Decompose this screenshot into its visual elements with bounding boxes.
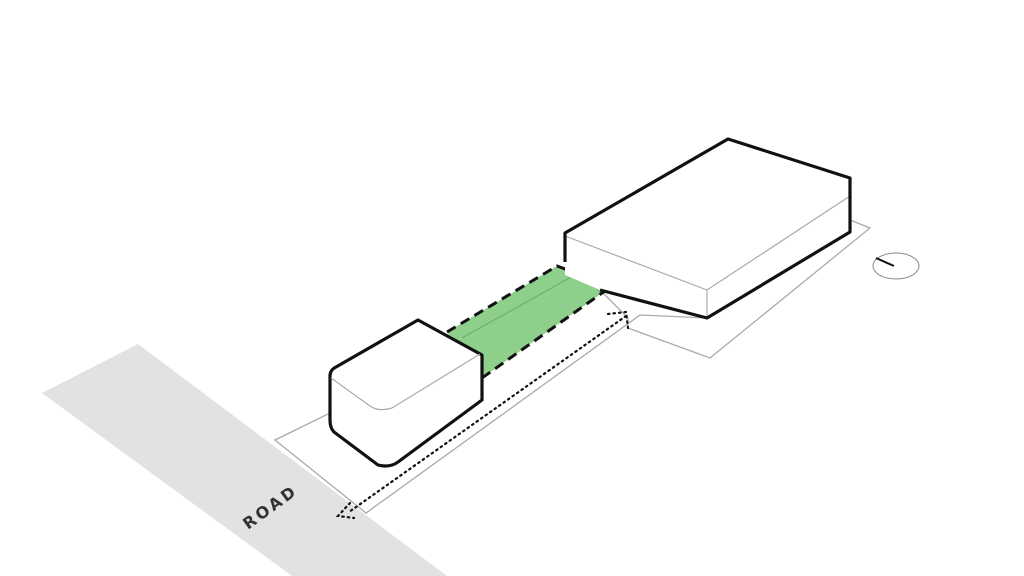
road [42,344,447,576]
large-building [563,137,852,320]
green-space-dashed-edge [446,264,616,380]
small-building [328,318,484,468]
path-arrow-icon [335,310,630,520]
north-arrow-icon [872,252,920,280]
green-space-fold-line [461,271,581,339]
green-space [447,266,612,378]
